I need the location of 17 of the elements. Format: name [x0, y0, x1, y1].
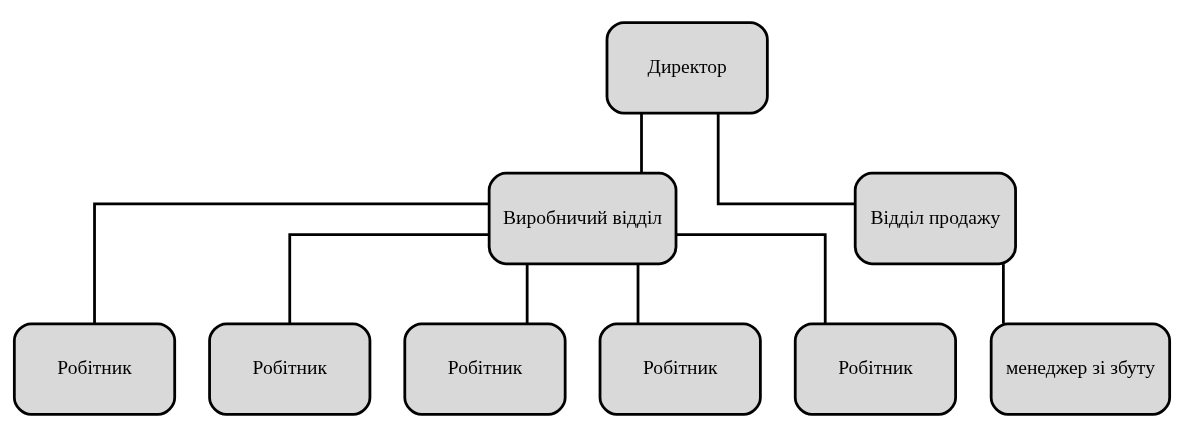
node-box: Робітник — [12, 321, 177, 416]
node-box: Виробничий відділ — [487, 171, 678, 265]
connector — [1001, 263, 1005, 324]
connector — [716, 113, 856, 205]
connector — [93, 201, 490, 323]
connector — [288, 232, 490, 324]
connector — [636, 263, 640, 324]
node-box: Робітник — [208, 321, 372, 416]
node-box: Робітник — [403, 321, 567, 416]
node-box: Робітник — [598, 321, 762, 416]
node-box: менеджер зі збуту — [989, 321, 1172, 416]
connector — [676, 232, 827, 324]
node-box: Робітник — [793, 321, 957, 416]
node-box: Відділ продажу — [853, 171, 1017, 265]
connector — [640, 113, 643, 173]
node-box: Директор — [605, 20, 769, 115]
connector — [525, 263, 529, 324]
